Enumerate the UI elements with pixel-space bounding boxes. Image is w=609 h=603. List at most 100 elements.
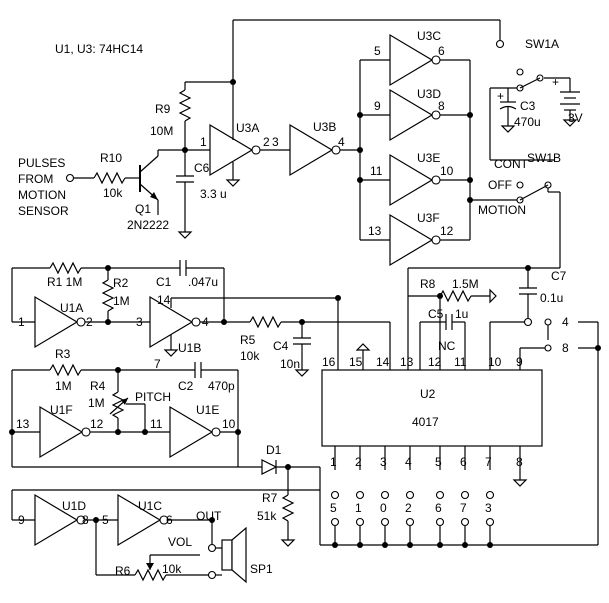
r4-pot[interactable] bbox=[111, 391, 125, 419]
input-label-line3: MOTION bbox=[18, 188, 66, 202]
ground-symbol bbox=[500, 125, 516, 133]
input-label-line2: FROM bbox=[18, 172, 53, 186]
u2-bottom-pin-6: 6 bbox=[460, 455, 467, 469]
c4-ref: C4 bbox=[273, 339, 289, 353]
u2-top-pin-6: 11 bbox=[454, 355, 467, 369]
c1-ref: C1 bbox=[156, 275, 172, 289]
u2-top-pin-5: 12 bbox=[428, 355, 442, 369]
r10-value: 10k bbox=[103, 186, 123, 200]
ground-symbol bbox=[294, 369, 310, 377]
u2-top-pin-2: 15 bbox=[349, 355, 363, 369]
r3-resistor bbox=[49, 363, 82, 377]
output-label-4: 2 bbox=[405, 501, 412, 515]
r7-ref: R7 bbox=[262, 491, 278, 505]
u1c-gate bbox=[117, 493, 162, 547]
battery-polarity: + bbox=[552, 75, 559, 89]
r1-resistor bbox=[49, 261, 82, 275]
c2-ref: C2 bbox=[178, 379, 194, 393]
u2-top-pin-4: 14 bbox=[376, 355, 390, 369]
r6-name: VOL bbox=[168, 535, 192, 549]
input-label-line4: SENSOR bbox=[18, 204, 69, 218]
u2-bottom-pin-1: 1 bbox=[330, 455, 337, 469]
u2-bottom-pin-3: 3 bbox=[380, 455, 387, 469]
u3d-in-pin: 9 bbox=[374, 99, 381, 113]
u3f-gate bbox=[389, 213, 434, 267]
r7-value: 51k bbox=[257, 509, 277, 523]
u3a-gate bbox=[209, 123, 254, 177]
ground-symbol bbox=[562, 119, 578, 127]
u2-bottom-pin-7: 7 bbox=[485, 455, 492, 469]
u1e-label: U1E bbox=[196, 403, 219, 417]
c3-value: 470u bbox=[514, 115, 541, 129]
u1d-label: U1D bbox=[62, 499, 86, 513]
r2-resistor bbox=[101, 279, 115, 312]
u3f-label: U3F bbox=[417, 211, 440, 225]
u2-top-pin-8: 9 bbox=[516, 355, 523, 369]
u2-top-pin-1: 16 bbox=[322, 355, 336, 369]
u2-top-pin-3: 13 bbox=[400, 355, 414, 369]
output-label-6: 7 bbox=[460, 501, 467, 515]
u1c-out-pin: 6 bbox=[166, 513, 173, 527]
c3-polarity: + bbox=[497, 89, 504, 103]
sw1a-label: SW1A bbox=[525, 37, 559, 51]
u2-bottom-pins bbox=[334, 446, 521, 470]
u1f-in-pin: 13 bbox=[16, 417, 30, 431]
r9-ref: R9 bbox=[155, 102, 171, 116]
u2-bottom-pin-2: 2 bbox=[355, 455, 362, 469]
u3c-in-pin: 5 bbox=[374, 44, 381, 58]
out-label: OUT bbox=[196, 509, 222, 523]
r6-ref: R6 bbox=[115, 564, 131, 578]
output-label-1: 5 bbox=[330, 501, 337, 515]
r5-value: 10k bbox=[240, 349, 260, 363]
u1a-in-pin: 1 bbox=[18, 315, 25, 329]
u1b-in-pin: 3 bbox=[136, 315, 143, 329]
u3a-label: U3A bbox=[236, 121, 259, 135]
output-label-7: 3 bbox=[485, 501, 492, 515]
r6-value: 10k bbox=[162, 562, 182, 576]
c7-ref: C7 bbox=[551, 269, 567, 283]
r8-resistor bbox=[439, 289, 472, 303]
output-label-3: 0 bbox=[380, 501, 387, 515]
sw1a-switch[interactable] bbox=[519, 77, 541, 89]
u1d-gate bbox=[34, 493, 79, 547]
r8-value: 1.5M bbox=[452, 277, 479, 291]
q1-transistor bbox=[139, 150, 159, 212]
u1e-in-pin: 11 bbox=[150, 417, 163, 431]
ground-symbol bbox=[280, 539, 296, 547]
sp1-speaker bbox=[221, 539, 233, 571]
sw1b-switch[interactable] bbox=[519, 184, 549, 201]
r6-pot[interactable] bbox=[134, 568, 167, 582]
d1-diode bbox=[261, 459, 278, 475]
sw1b-motion-label: MOTION bbox=[478, 203, 526, 217]
r4-value: 1M bbox=[88, 396, 105, 410]
c5-nc-label: NC bbox=[438, 339, 456, 353]
u1e-out-pin: 10 bbox=[222, 417, 236, 431]
r10-ref: R10 bbox=[100, 151, 122, 165]
u3b-out-pin: 4 bbox=[338, 135, 345, 149]
u1a-out-pin: 2 bbox=[86, 315, 93, 329]
u3b-in-pin: 3 bbox=[272, 135, 279, 149]
u3f-out-pin: 12 bbox=[440, 224, 454, 238]
u1b-label: U1B bbox=[178, 341, 201, 355]
u3e-label: U3E bbox=[417, 151, 440, 165]
c1-value: .047u bbox=[188, 275, 218, 289]
u3c-gate bbox=[389, 33, 434, 87]
r5-resistor bbox=[249, 315, 282, 329]
r8-ref: R8 bbox=[420, 277, 436, 291]
u3f-in-pin: 13 bbox=[368, 224, 382, 238]
u1c-label: U1C bbox=[138, 499, 162, 513]
ground-symbol bbox=[177, 231, 193, 239]
u3d-gate bbox=[389, 88, 434, 142]
u1b-out-pin: 4 bbox=[202, 315, 209, 329]
output-jumpers[interactable] bbox=[330, 490, 495, 527]
u1f-label: U1F bbox=[50, 403, 73, 417]
input-label-line1: PULSES bbox=[18, 156, 65, 170]
r4-ref: R4 bbox=[90, 379, 106, 393]
u1b-gnd-pin: 7 bbox=[154, 357, 161, 371]
r10-resistor bbox=[93, 171, 126, 185]
u2-ref: U2 bbox=[420, 387, 436, 401]
input-terminal bbox=[65, 173, 75, 183]
r2-value: 1M bbox=[113, 294, 130, 308]
q1-value: 2N2222 bbox=[127, 218, 169, 232]
